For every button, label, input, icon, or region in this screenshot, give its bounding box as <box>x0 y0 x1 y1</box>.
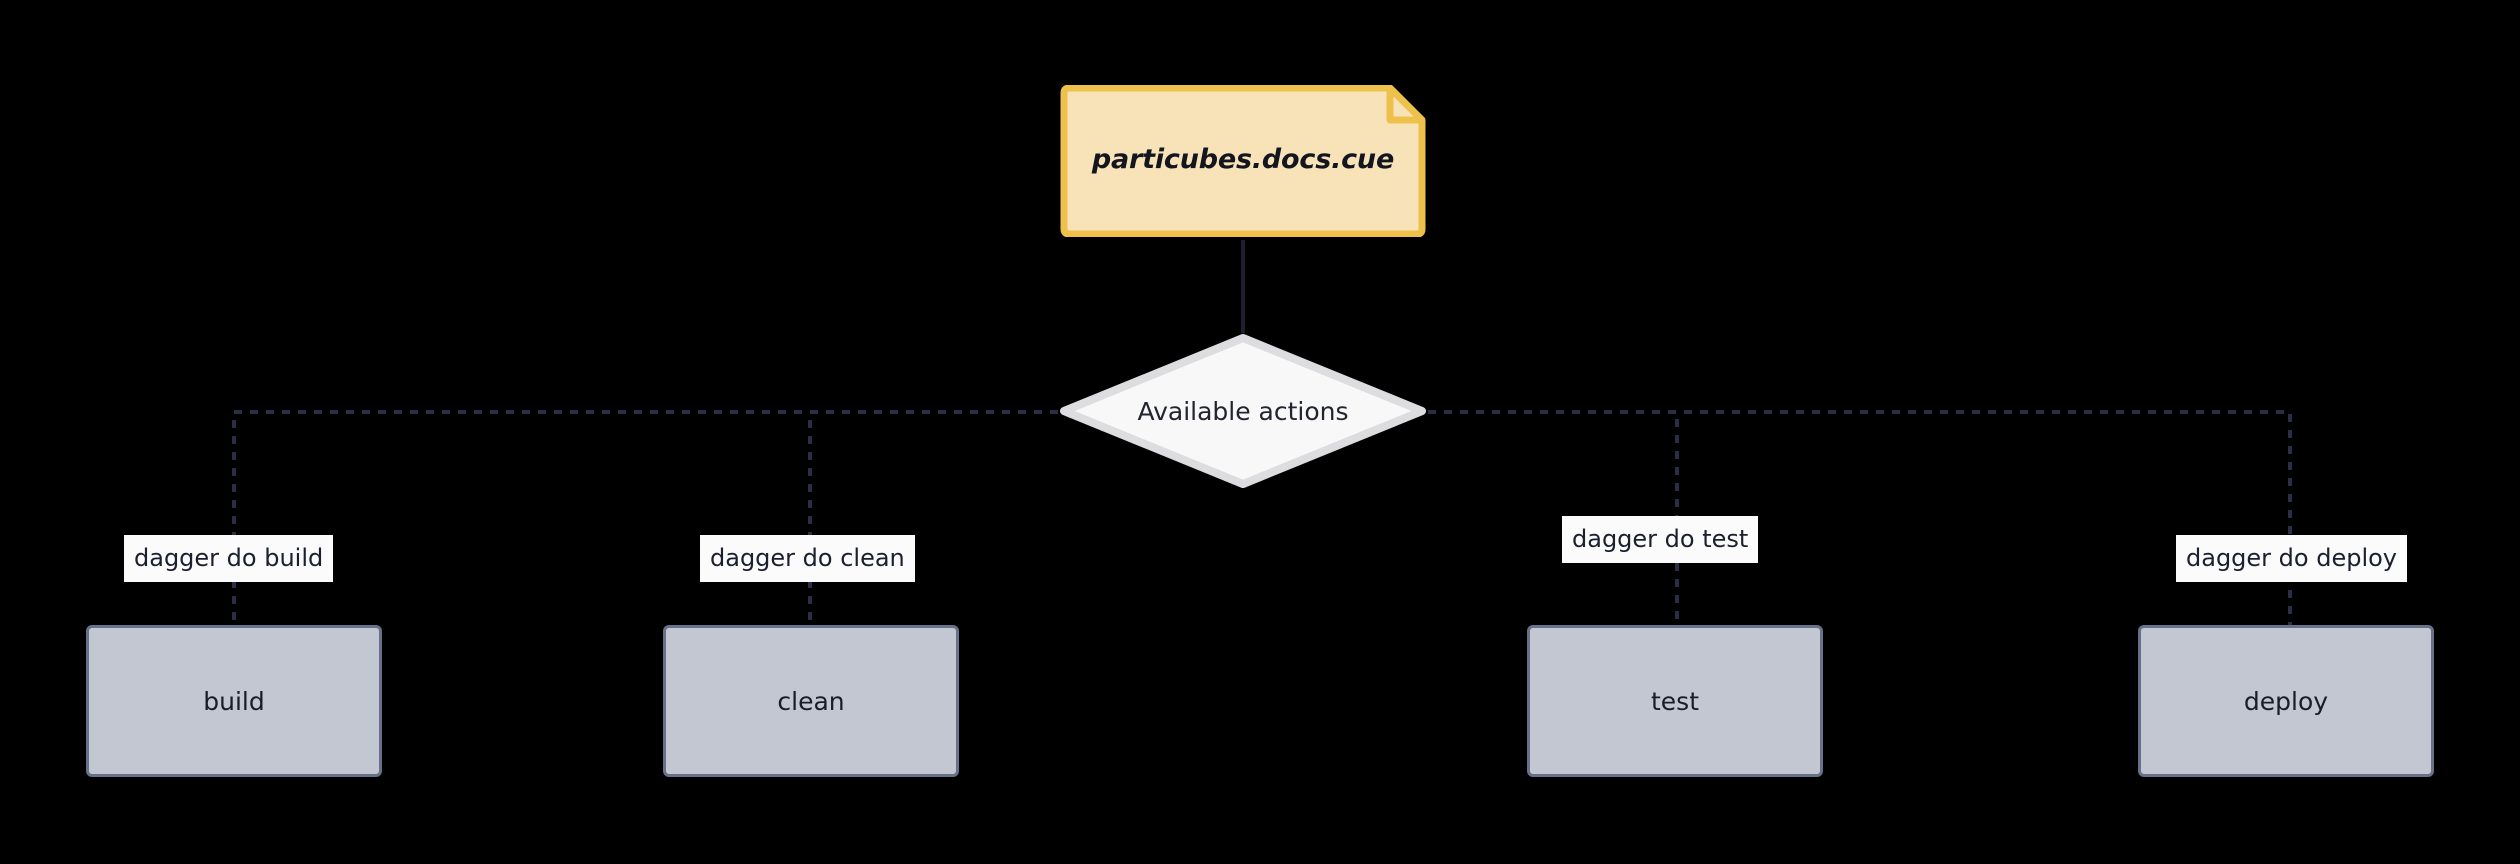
node-source-file-label: particubes.docs.cue <box>1091 143 1395 175</box>
node-available-actions[interactable]: Available actions <box>1058 333 1428 489</box>
edge-label-build: dagger do build <box>124 535 334 582</box>
node-action-deploy-label: deploy <box>2243 686 2329 716</box>
edge-label-clean: dagger do clean <box>700 535 915 582</box>
node-action-test-label: test <box>1650 686 1699 716</box>
edge-actions-to-clean <box>808 410 1058 625</box>
node-available-actions-label: Available actions <box>1137 396 1349 426</box>
node-action-test[interactable]: test <box>1527 625 1823 777</box>
file-icon <box>1060 85 1426 237</box>
node-source-file[interactable]: particubes.docs.cue <box>1060 85 1426 237</box>
edge-actions-left-trunk <box>232 410 1058 625</box>
edge-actions-right-trunk <box>1428 410 2292 625</box>
node-action-clean[interactable]: clean <box>663 625 959 777</box>
edge-label-test: dagger do test <box>1562 516 1759 563</box>
edge-label-deploy: dagger do deploy <box>2176 535 2408 582</box>
node-action-build[interactable]: build <box>86 625 382 777</box>
diamond-icon <box>1060 334 1426 488</box>
node-action-clean-label: clean <box>777 686 845 716</box>
node-action-build-label: build <box>203 686 265 716</box>
node-action-deploy[interactable]: deploy <box>2138 625 2434 777</box>
